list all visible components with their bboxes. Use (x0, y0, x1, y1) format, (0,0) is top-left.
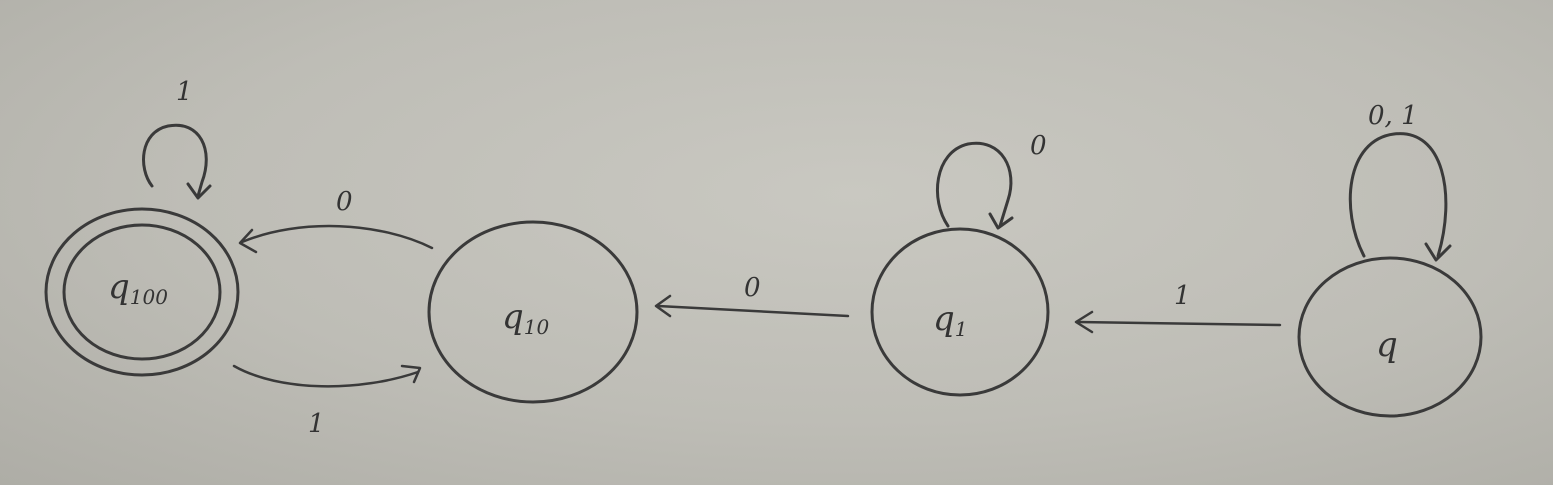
edge-q-q1-arrowhead-icon (1074, 310, 1094, 334)
edge-q-q1-path (1076, 320, 1282, 327)
state-q-label: q (1376, 325, 1398, 365)
transition-q-to-q1[interactable]: 1 (1074, 281, 1282, 334)
loop-q1-path (935, 141, 1013, 228)
edge-q10-q100-path (240, 224, 434, 250)
state-q1-label: q1 (933, 299, 968, 341)
transition-q100-to-q10[interactable]: 1 (232, 364, 422, 439)
loop-q-path (1348, 132, 1448, 258)
edge-q1-q10-label: 0 (744, 273, 761, 303)
edge-q100-q10-arrowhead-icon (400, 364, 422, 384)
state-q10-label: q10 (502, 297, 549, 339)
loop-q100-label: 1 (176, 77, 193, 107)
edge-q1-q10-arrowhead-icon (654, 294, 672, 318)
loop-q100-arrowhead-icon (186, 182, 212, 200)
state-q100-outer-circle (44, 207, 240, 377)
transition-q-self-loop[interactable]: 0, 1 (1348, 101, 1452, 262)
transition-q100-self-loop[interactable]: 1 (142, 77, 212, 200)
state-q10[interactable]: q10 (427, 220, 639, 404)
edge-q1-q10-path (656, 304, 850, 318)
transition-q1-to-q10[interactable]: 0 (654, 273, 850, 318)
edge-q10-q100-label: 0 (336, 187, 353, 217)
transition-q10-to-q100[interactable]: 0 (238, 187, 434, 254)
edge-q100-q10-path (232, 364, 420, 388)
state-q1-circle (870, 227, 1050, 397)
loop-q-arrowhead-icon (1424, 242, 1452, 262)
edge-q100-q10-label: 1 (308, 409, 325, 439)
state-q10-circle (427, 220, 639, 404)
loop-q-label: 0, 1 (1368, 101, 1418, 131)
state-q100[interactable]: q100 (44, 207, 240, 377)
transition-q1-self-loop[interactable]: 0 (935, 131, 1047, 230)
loop-q1-label: 0 (1030, 131, 1047, 161)
state-q100-label: q100 (108, 267, 168, 309)
state-q-circle (1297, 256, 1483, 418)
edge-q-q1-label: 1 (1174, 281, 1191, 311)
state-q100-inner-circle (62, 223, 222, 361)
loop-q100-path (142, 123, 208, 198)
loop-q1-arrowhead-icon (988, 212, 1014, 230)
state-q1[interactable]: q1 (870, 227, 1050, 397)
state-q[interactable]: q (1297, 256, 1483, 418)
edge-q10-q100-arrowhead-icon (238, 228, 258, 254)
